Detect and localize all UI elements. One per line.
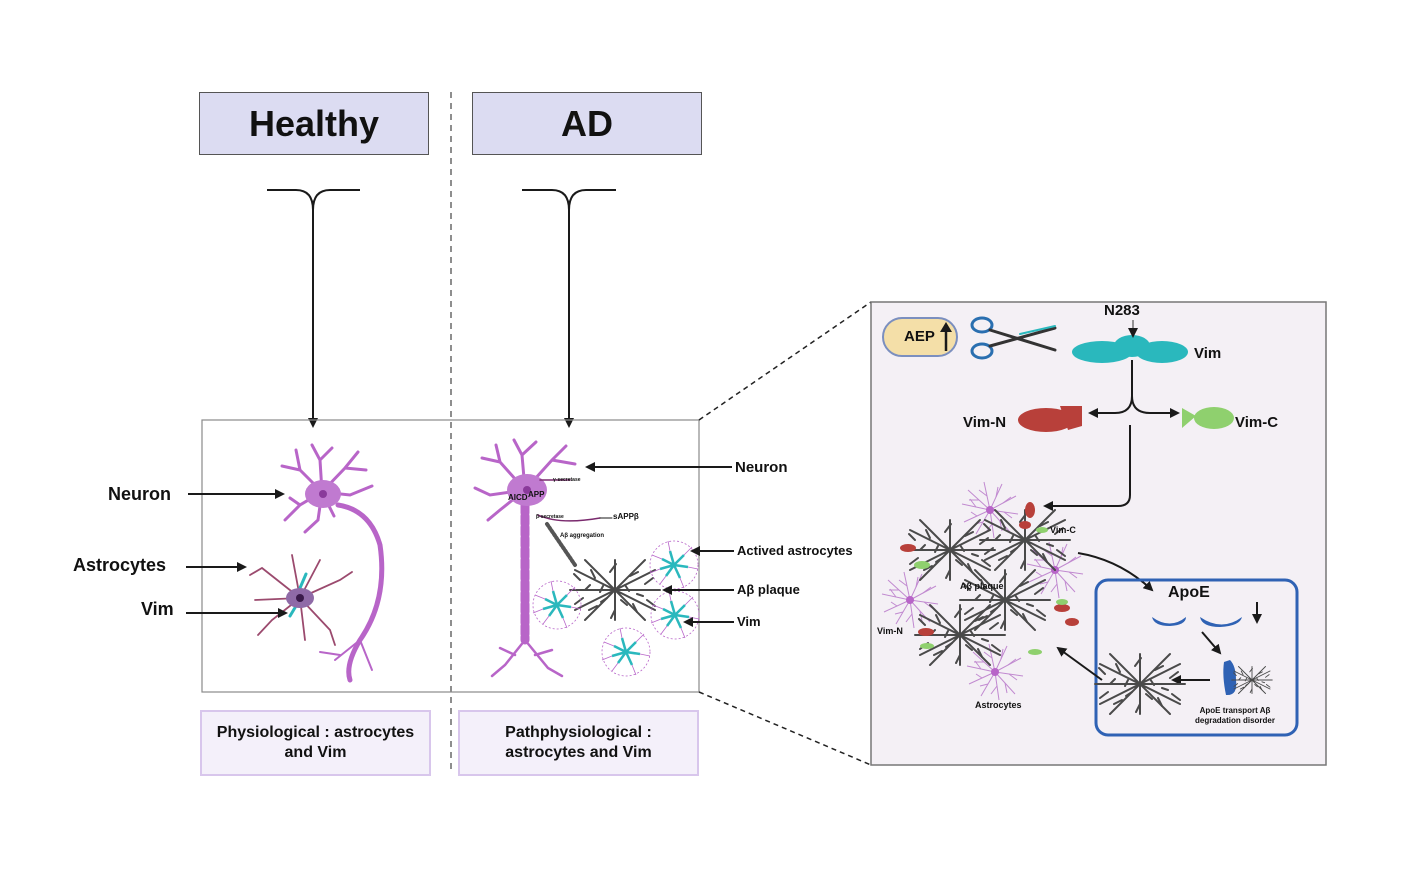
ad-plaque-graphic [569,559,661,621]
aep-label: AEP [904,328,935,345]
ad-vim-label: Vim [737,614,761,629]
cluster-vim-n-label: Vim-N [877,626,903,636]
healthy-header: Healthy [199,92,429,155]
aep-up-arrow [940,322,952,351]
healthy-astrocyte-illustration [249,554,353,646]
vim-protein-label: Vim [1194,345,1222,362]
zoom-line-top [698,301,872,421]
beta-secretase-label: β-secretase [536,514,564,520]
n283-label: N283 [1104,302,1140,319]
cluster-astrocytes-label: Astrocytes [975,700,1022,710]
ad-arrows [585,462,734,627]
plaque-cluster [881,481,1084,701]
apoe-molecules [1152,617,1242,696]
healthy-astrocytes-label: Astrocytes [73,555,167,575]
ad-neuron-illustration [473,438,613,678]
ad-caption: Pathphysiological : astrocytes and Vim [458,710,699,776]
cell-panel [201,419,700,693]
healthy-caption: Physiological : astrocytes and Vim [200,710,431,776]
ad-astrocyte-1 [648,539,700,591]
apoe-caption: ApoE transport Aβ degradation disorder [1194,706,1275,725]
cleavage-split-arrows [1043,360,1180,511]
apoe-arrows [1056,602,1262,685]
healthy-bracket [267,189,360,428]
detail-panel [870,301,1327,766]
vim-c-fragment [1182,407,1234,429]
ad-header: AD [472,92,702,155]
ad-astrocyte-3 [649,589,701,641]
vim-n-fragment [1018,406,1082,432]
cluster-vim-c-label: Vim-C [1050,525,1076,535]
vim-n-label: Vim-N [963,414,1007,431]
to-apoe-arrow [1077,552,1154,592]
healthy-arrows [186,489,288,618]
ad-abeta-plaque-label: Aβ plaque [737,582,800,597]
ad-actived-astrocytes-label: Actived astrocytes [737,543,853,558]
app-label: APP [528,490,545,499]
healthy-vim-label: Vim [141,599,174,619]
zoom-line-bottom [698,691,872,766]
healthy-neuron-label: Neuron [108,484,171,504]
healthy-title: Healthy [248,102,380,144]
ad-astrocyte-4 [600,626,652,678]
ad-neuron-label: Neuron [735,459,788,476]
apoe-title: ApoE [1168,584,1210,601]
aicd-label: AICD [508,493,528,502]
aep-pill [882,317,958,357]
ad-title: AD [561,102,613,144]
vim-full-protein [1072,335,1188,363]
healthy-neuron-illustration [280,443,385,683]
sappb-label: sAPPβ [613,512,639,521]
vim-c-label: Vim-C [1235,414,1279,431]
cluster-plaque-label: Aβ plaque [960,581,1004,591]
ad-bracket [522,189,616,428]
apoe-box [1094,578,1299,737]
ad-astrocyte-2 [531,579,583,631]
scissors-icon [970,316,1057,360]
gamma-secretase-label: γ-secretase [553,477,581,483]
abeta-aggregation-label: Aβ aggregation [560,533,604,539]
